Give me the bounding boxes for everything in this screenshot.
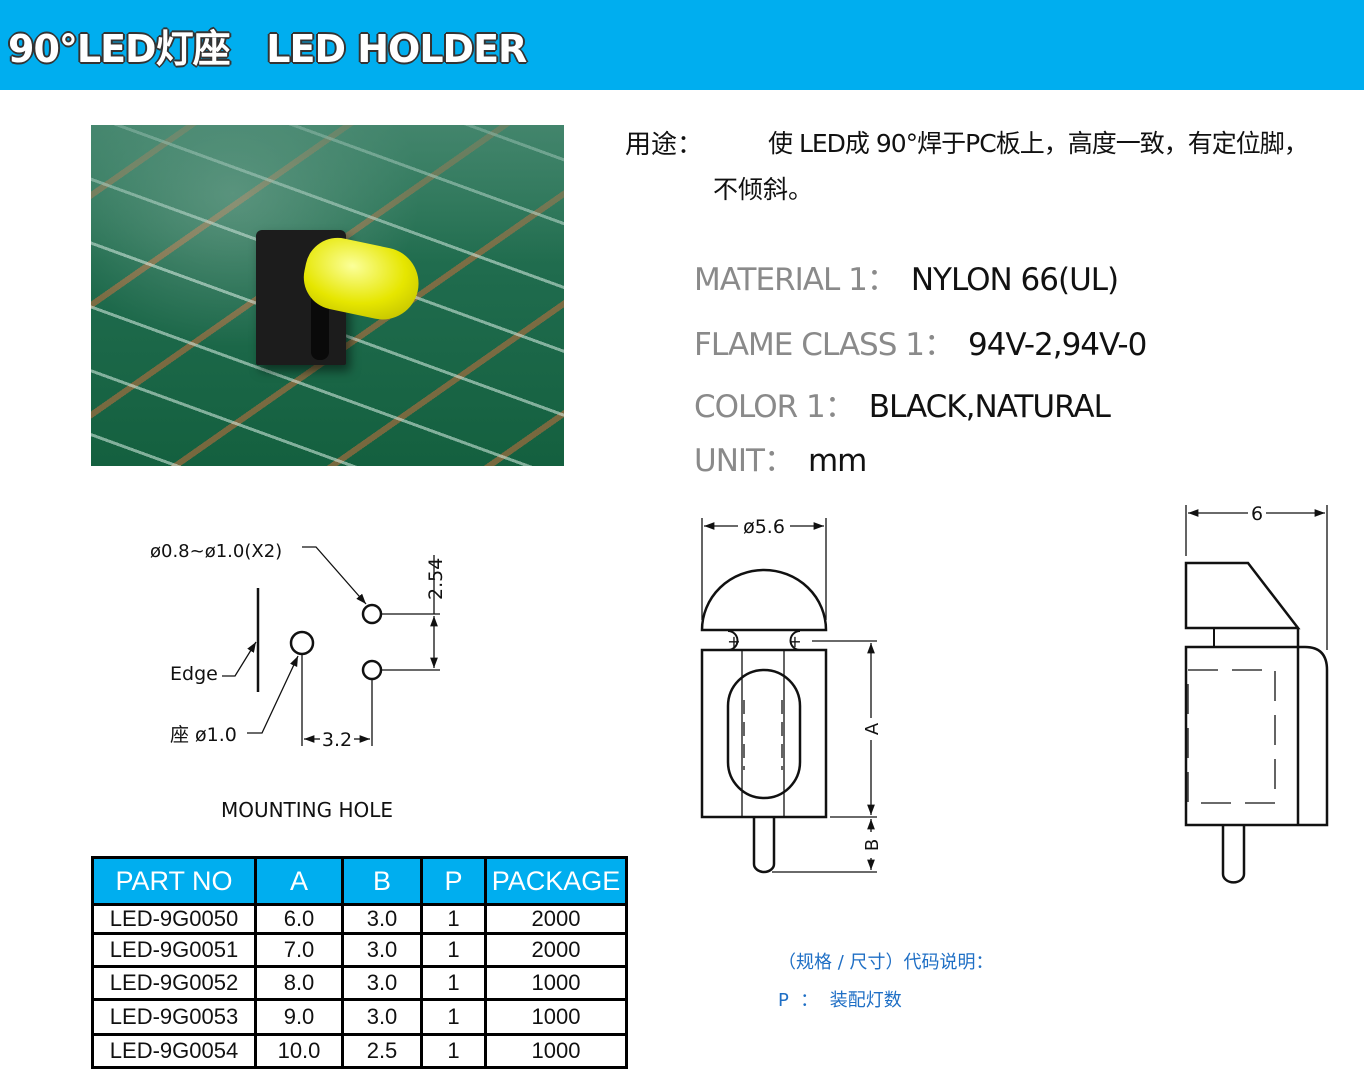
spec-color: COLOR 1： BLACK,NATURAL: [694, 381, 1111, 426]
spec-key: FLAME CLASS 1：: [694, 327, 955, 363]
header-banner: 90°LED灯座 LED HOLDER: [0, 0, 1364, 90]
seat-hole: [289, 630, 315, 656]
mounting-hole-diagram: ø0.8~ø1.0(X2) Edge 座 ø1.0 2.54 3.2 MOUNT…: [150, 541, 447, 822]
spec-key: UNIT：: [694, 443, 795, 479]
cell-part-no: LED-9G0053: [91, 998, 257, 1036]
cell-p: 1: [420, 903, 487, 935]
cell-b: 3.0: [341, 903, 423, 935]
cell-a: 10.0: [254, 1033, 344, 1069]
hole-size-label: ø0.8~ø1.0(X2): [150, 541, 282, 562]
spec-flame-class: FLAME CLASS 1： 94V-2,94V-0: [694, 319, 1147, 364]
spec-key: MATERIAL 1：: [694, 262, 898, 298]
spec-material: MATERIAL 1： NYLON 66(UL): [694, 254, 1119, 299]
edge-label: Edge: [170, 663, 218, 685]
pin-side: [1221, 825, 1246, 884]
cell-package: 2000: [484, 903, 628, 935]
cell-part-no: LED-9G0051: [91, 932, 257, 968]
plus-mark-left: +: [727, 632, 740, 651]
width-label: 6: [1251, 503, 1263, 525]
usage-description-line2: 不倾斜。: [713, 175, 814, 204]
diameter-label: ø5.6: [743, 516, 785, 538]
holder-body-side: [1184, 645, 1329, 827]
spec-key: COLOR 1：: [694, 389, 856, 425]
pitch-vertical-label: 2.54: [425, 558, 447, 600]
product-photo: [91, 125, 564, 466]
led-slot: [726, 668, 802, 800]
cell-b: 3.0: [341, 998, 423, 1036]
spec-value: mm: [807, 443, 867, 479]
cell-p: 1: [420, 965, 487, 1001]
cell-package: 1000: [484, 1033, 628, 1069]
cell-a: 7.0: [254, 932, 344, 968]
cell-a: 9.0: [254, 998, 344, 1036]
usage-description-line1: 使 LED成 90°焊于PC板上，高度一致，有定位脚，: [768, 129, 1309, 158]
spec-unit: UNIT： mm: [694, 435, 867, 480]
cell-p: 1: [420, 932, 487, 968]
spec-value: 94V-2,94V-0: [967, 327, 1147, 363]
cell-package: 1000: [484, 998, 628, 1036]
cell-part-no: LED-9G0050: [91, 903, 257, 935]
pitch-horizontal-label: 3.2: [322, 729, 352, 751]
holder-top-block: [1184, 561, 1301, 630]
cell-b: 3.0: [341, 932, 423, 968]
column-header: B: [341, 856, 423, 906]
cell-part-no: LED-9G0054: [91, 1033, 257, 1069]
cell-p: 1: [420, 998, 487, 1036]
code-note-p: P ： 装配灯数: [778, 990, 902, 1011]
spec-value: BLACK,NATURAL: [868, 389, 1111, 425]
side-view-drawing: 6: [1184, 503, 1329, 884]
cell-b: 3.0: [341, 965, 423, 1001]
cell-b: 2.5: [341, 1033, 423, 1069]
cell-package: 2000: [484, 932, 628, 968]
mounting-hole-top: [361, 603, 383, 625]
mounting-hole-caption: MOUNTING HOLE: [221, 798, 393, 822]
spec-value: NYLON 66(UL): [910, 262, 1119, 298]
cell-a: 6.0: [254, 903, 344, 935]
seat-label: 座 ø1.0: [170, 724, 237, 746]
dimension-b-label: B: [862, 839, 883, 851]
hidden-cavity: [1187, 669, 1276, 804]
cell-p: 1: [420, 1033, 487, 1069]
led-dome: [700, 568, 828, 632]
dimension-a-label: A: [862, 722, 883, 735]
usage-label: 用途：: [625, 130, 704, 160]
pin-front: [752, 817, 776, 874]
front-view-drawing: ø5.6 + + A B: [700, 516, 883, 874]
plus-mark-right: +: [788, 632, 801, 651]
page-title: 90°LED灯座 LED HOLDER: [8, 27, 527, 71]
column-header: PACKAGE: [484, 856, 628, 906]
column-header: A: [254, 856, 344, 906]
table-header-row: PART NO A B P PACKAGE: [91, 856, 628, 906]
code-note-title: （规格 / 尺寸）代码说明：: [778, 952, 994, 973]
holder-body-front: [700, 648, 828, 819]
column-header: P: [420, 856, 487, 906]
cell-package: 1000: [484, 965, 628, 1001]
cell-part-no: LED-9G0052: [91, 965, 257, 1001]
column-header: PART NO: [91, 856, 257, 906]
cell-a: 8.0: [254, 965, 344, 1001]
mounting-hole-bottom: [361, 659, 383, 681]
